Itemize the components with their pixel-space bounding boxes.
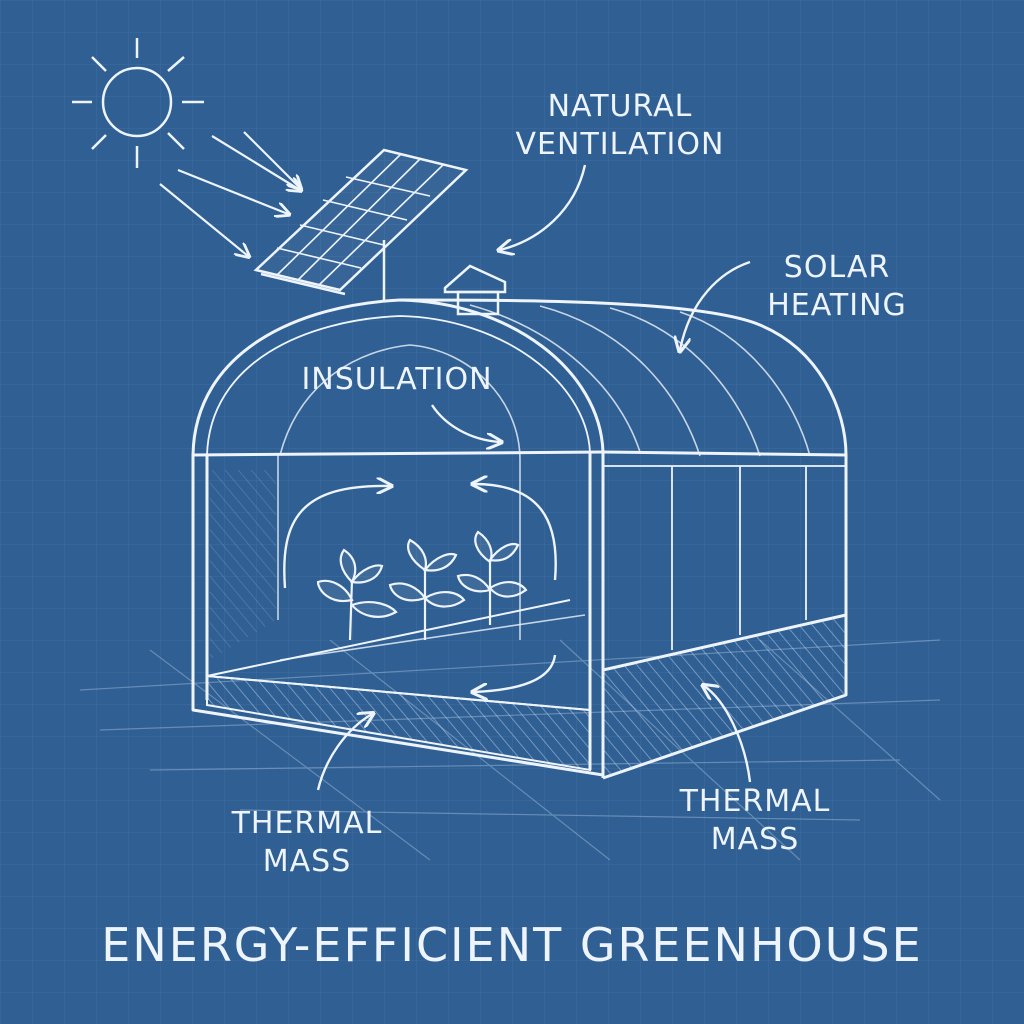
callout-arrows: [316, 164, 752, 791]
natural-ventilation-line2: VENTILATION: [515, 127, 725, 162]
plant-2: [388, 538, 466, 640]
solar-heating-line1: SOLAR: [783, 250, 891, 285]
thermal-mass-left-line1: THERMAL: [231, 806, 383, 841]
solar-heating-callout-arrow: [680, 260, 751, 350]
insulation-callout-arrow: [430, 404, 500, 442]
thermal-mass-left-callout-arrow: [316, 714, 372, 791]
thermal-mass-right-line1: THERMAL: [679, 784, 831, 819]
thermal-mass-side: [603, 615, 846, 778]
insulation-text: INSULATION: [301, 362, 493, 397]
plant-3: [456, 530, 528, 625]
diagram-title: ENERGY-EFFICIENT GREENHOUSE: [101, 918, 923, 972]
thermal-mass-right-line2: MASS: [710, 822, 800, 857]
thermal-mass-left-label: THERMAL MASS: [212, 805, 402, 881]
plants: [316, 530, 528, 641]
glass-hatch-left: [210, 470, 276, 660]
insulation-label: INSULATION: [292, 361, 502, 399]
thermal-mass-front: [206, 674, 591, 772]
ventilation-callout-arrow: [500, 164, 587, 250]
thermal-mass-right-callout-arrow: [704, 686, 752, 783]
plant-1: [316, 548, 398, 641]
natural-ventilation-line1: NATURAL: [547, 89, 693, 124]
sun-rays: [159, 131, 300, 256]
thermal-mass-left-line2: MASS: [262, 844, 352, 879]
solar-heating-line2: HEATING: [767, 288, 907, 323]
natural-ventilation-label: NATURAL VENTILATION: [500, 88, 740, 164]
sun-icon: [72, 38, 204, 168]
solar-heating-label: SOLAR HEATING: [752, 249, 922, 325]
airflow-arrows: [283, 484, 557, 692]
solar-panel: [253, 148, 469, 300]
thermal-mass-right-label: THERMAL MASS: [660, 783, 850, 859]
